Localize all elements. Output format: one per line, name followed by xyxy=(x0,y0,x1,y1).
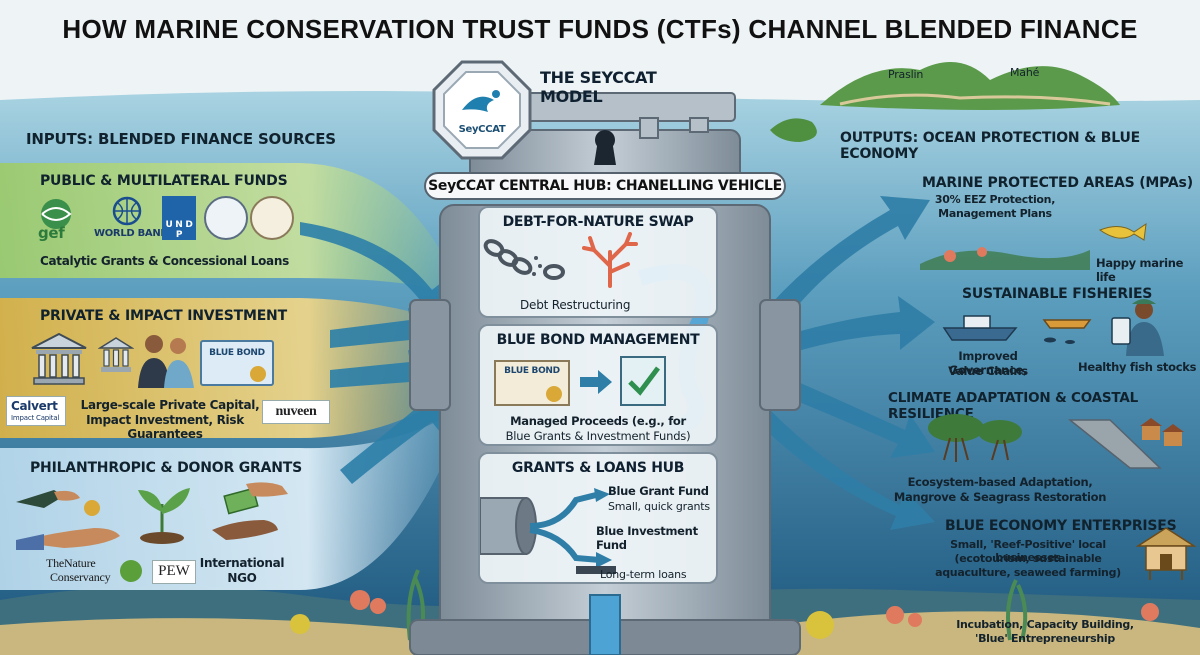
blue-bond-label-input: BLUE BOND xyxy=(209,348,265,358)
fisheries-desc-line1: Improved Governance, xyxy=(948,349,1028,377)
ngo-label-line1: International xyxy=(199,556,285,570)
calvert-logo-text: Calvert xyxy=(11,399,58,413)
gef-logo: gef xyxy=(30,196,86,242)
bank-building-icon xyxy=(30,332,88,386)
world-bank-text: WORLD BANK xyxy=(94,228,168,239)
undp-logo: U N D P xyxy=(162,196,196,240)
fisheries-desc-line2: Value Chains xyxy=(948,364,1028,378)
enterprise-desc-line1: Small, 'Reef-Positive' local businesses xyxy=(950,538,1106,564)
debt-swap-title: DEBT-FOR-NATURE SWAP xyxy=(502,214,694,230)
page-title: HOW MARINE CONSERVATION TRUST FUNDS (CTF… xyxy=(62,14,1138,44)
mangrove-seawall-scene xyxy=(920,410,1190,472)
pew-logo: PEW xyxy=(152,560,196,584)
tnc-logo-line2: Conservancy xyxy=(50,570,111,584)
fisheries-caption: Healthy fish stocks xyxy=(1078,360,1197,374)
fishing-boat-icon xyxy=(940,306,1130,346)
tnc-logo-line1: TheNature xyxy=(46,556,96,570)
public-funds-caption: Catalytic Grants & Concessional Loans xyxy=(40,254,289,268)
small-bank-icon xyxy=(97,336,135,374)
outputs-heading: OUTPUTS: OCEAN PROTECTION & BLUE ECONOMY xyxy=(840,130,1141,162)
private-investment-title: PRIVATE & IMPACT INVESTMENT xyxy=(40,308,287,324)
nuveen-logo-text: nuveen xyxy=(275,404,317,419)
world-bank-icon xyxy=(112,196,142,226)
public-funds-title: PUBLIC & MULTILATERAL FUNDS xyxy=(40,173,288,189)
blue-bond-title: BLUE BOND MANAGEMENT xyxy=(496,332,700,348)
enterprise-desc-line3: aquaculture, seaweed farming) xyxy=(935,566,1121,579)
arrow-right-icon xyxy=(578,368,614,396)
coral-icon xyxy=(580,232,640,288)
debt-swap-section: DEBT-FOR-NATURE SWAP Debt Restructuring xyxy=(478,206,718,318)
gef-logo-text: gef xyxy=(38,224,65,242)
calvert-logo-sub: Impact Capital xyxy=(11,414,60,422)
enterprise-title: BLUE ECONOMY ENTERPRISES xyxy=(945,518,1177,534)
mpa-desc-line1: 30% EEZ Protection, xyxy=(934,193,1056,206)
mpa-title: MARINE PROTECTED AREAS (MPAs) xyxy=(922,175,1193,191)
island-label-praslin: Praslin xyxy=(888,68,924,81)
checklist-icon xyxy=(620,356,666,406)
philanthropic-title: PHILANTHROPIC & DONOR GRANTS xyxy=(30,460,302,476)
globe-icon xyxy=(41,199,72,229)
climate-desc-line2: Mangrove & Seagrass Restoration xyxy=(893,490,1107,504)
blue-bond-caption-line2: Blue Grants & Investment Funds) xyxy=(505,429,691,443)
inputs-heading: INPUTS: BLENDED FINANCE SOURCES xyxy=(26,130,336,148)
reef-fish-scene xyxy=(920,220,1190,270)
model-label: THE SEYCCAT MODEL xyxy=(540,68,657,106)
private-caption-line1: Large-scale Private Capital, xyxy=(80,398,260,412)
blue-bond-certificate-hub: BLUE BOND xyxy=(494,360,570,406)
bond-seal-icon-hub xyxy=(546,386,562,402)
hub-title: SeyCCAT CENTRAL HUB: CHANELLING VEHICLE xyxy=(424,172,786,200)
calvert-logo: Calvert Impact Capital xyxy=(6,396,66,426)
enterprise-caption-line1: Incubation, Capacity Building, xyxy=(956,618,1134,631)
grants-loans-section: GRANTS & LOANS HUB Blue Grant Fund Small… xyxy=(478,452,718,584)
blue-grant-fund-label: Blue Grant Fund xyxy=(608,484,709,498)
fisher-tablet-icon xyxy=(1108,296,1168,356)
seyccat-logo-text: SeyCCAT xyxy=(458,124,506,135)
pew-logo-text: PEW xyxy=(158,563,190,579)
seal-logo-1 xyxy=(204,196,248,240)
blue-bond-caption-line1: Managed Proceeds (e.g., for xyxy=(510,414,686,428)
mpa-caption: Happy marine life xyxy=(1096,256,1184,284)
private-caption-line2: Impact Investment, Risk Guarantees xyxy=(86,413,244,441)
giving-hands-icon xyxy=(14,482,124,552)
investor-people-icon xyxy=(134,330,198,390)
seyccat-logo-badge xyxy=(432,60,532,160)
climate-desc-line1: Ecosystem-based Adaptation, xyxy=(907,475,1093,489)
blue-bond-section: BLUE BOND MANAGEMENT BLUE BOND Managed P… xyxy=(478,324,718,446)
bond-seal-icon xyxy=(250,366,266,382)
tnc-logo: TheNature Conservancy xyxy=(46,556,146,590)
broken-chain-icon xyxy=(482,236,572,282)
fisheries-title: SUSTAINABLE FISHERIES xyxy=(962,286,1153,302)
enterprise-caption-line2: 'Blue' Entrepreneurship xyxy=(975,632,1115,645)
nuveen-logo: nuveen xyxy=(262,400,330,424)
blue-bond-label-hub: BLUE BOND xyxy=(504,366,560,376)
seyccat-logo-icon xyxy=(432,60,532,160)
undp-text: U N D P xyxy=(165,220,193,240)
mpa-desc-line2: Management Plans xyxy=(938,207,1052,220)
enterprise-desc-line2: (ecotourism, sustainable xyxy=(954,552,1102,565)
world-bank-logo: WORLD BANK xyxy=(94,196,168,242)
grants-loans-title: GRANTS & LOANS HUB xyxy=(511,460,685,476)
blue-investment-fund-label: Blue Investment Fund xyxy=(596,524,698,552)
blue-grant-fund-sub: Small, quick grants xyxy=(608,500,710,513)
island-label-mahe: Mahé xyxy=(1010,66,1040,79)
blue-bond-certificate-input: BLUE BOND xyxy=(200,340,274,386)
seedling-icon xyxy=(130,484,194,544)
seal-logo-2 xyxy=(250,196,294,240)
ngo-label-line2: NGO xyxy=(227,571,257,585)
debt-swap-caption: Debt Restructuring xyxy=(520,298,631,312)
money-hands-icon xyxy=(206,478,290,548)
blue-investment-fund-sub: Long-term loans xyxy=(600,568,687,581)
beach-hut-icon xyxy=(1135,524,1197,580)
pipe-split-icon xyxy=(479,480,620,580)
tnc-leaf-icon xyxy=(120,560,142,582)
